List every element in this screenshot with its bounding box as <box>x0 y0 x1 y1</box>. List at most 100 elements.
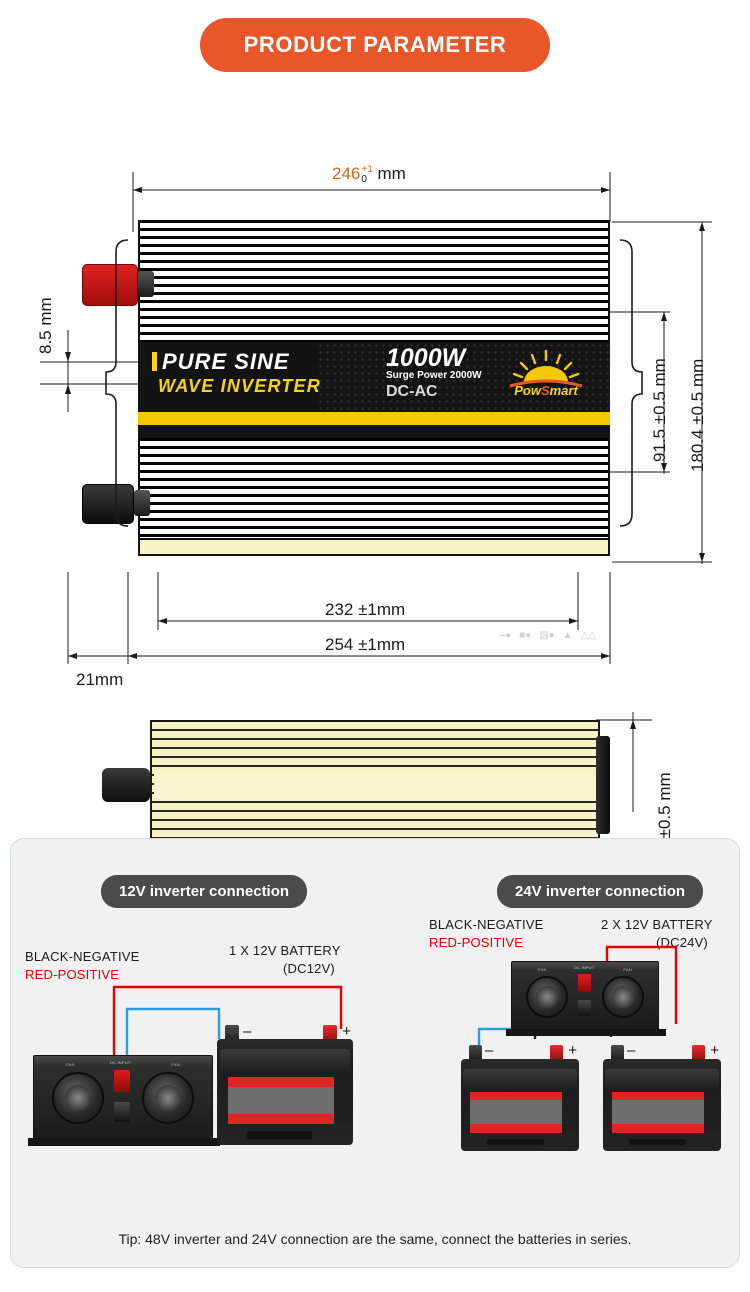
negative-terminal-nut <box>134 490 150 516</box>
battery-negative-post <box>225 1025 239 1043</box>
battery-case <box>603 1059 721 1151</box>
label-accent-bar <box>152 352 157 371</box>
dark-icon-strip: ⎯● ■● ▧● ▲ △△ <box>138 425 610 641</box>
positive-terminal-nut <box>138 271 154 297</box>
dc-input-label: DC INPUT <box>110 1060 131 1065</box>
battery-24v-first: – + <box>461 1042 579 1151</box>
battery-vent <box>628 1139 686 1146</box>
battery-label-red-bottom <box>227 1114 334 1124</box>
battery-label-red-top <box>227 1077 334 1087</box>
battery-label-grey <box>470 1100 563 1125</box>
inverter-rear-panel-24v: FAN FAN DC INPUT <box>506 961 666 1036</box>
dim-top-tol-plus: +1 <box>361 163 373 175</box>
battery-case <box>461 1059 579 1151</box>
battery-minus-sign: – <box>627 1042 636 1059</box>
fan-label-left: FAN <box>538 967 547 972</box>
battery-label-grey <box>612 1100 705 1125</box>
battery-minus-sign: – <box>243 1023 252 1040</box>
yellow-accent-stripe <box>138 412 610 425</box>
label-12v-battery-volt: (DC12V) <box>283 961 335 976</box>
brand-logo: PowSmart <box>498 348 594 404</box>
base-plate <box>138 538 610 556</box>
battery-vent <box>246 1131 313 1139</box>
panel-mount-bracket <box>28 1138 220 1146</box>
label-24v-positive: RED-POSITIVE <box>429 935 524 950</box>
product-label-band: PURE SINE WAVE INVERTER 1000W Surge Powe… <box>138 342 610 412</box>
wire-24v-positive <box>605 945 678 1024</box>
dim-top-unit: mm <box>377 164 406 183</box>
battery-top-cover <box>605 1069 719 1090</box>
sun-icon <box>509 349 583 388</box>
label-12v-negative: BLACK-NEGATIVE <box>25 949 140 964</box>
battery-label-red-top <box>612 1092 705 1101</box>
side-housing <box>150 720 600 850</box>
label-pure-sine-text: PURE SINE <box>162 349 290 374</box>
battery-top-cover <box>463 1069 577 1090</box>
battery-minus-sign: – <box>485 1042 494 1059</box>
label-pure-sine: PURE SINE <box>152 351 290 373</box>
dim-body-width: 232 ±1mm <box>325 600 405 620</box>
wire-12v-negative <box>125 1007 221 1082</box>
label-dc-ac: DC-AC <box>386 383 438 400</box>
side-center-panel <box>154 774 596 800</box>
dim-flange-offset: 21mm <box>76 670 123 690</box>
negative-terminal-black <box>82 484 134 524</box>
battery-plus-sign: + <box>568 1042 577 1059</box>
battery-plus-sign: + <box>710 1042 719 1059</box>
pill-24v-connection: 24V inverter connection <box>497 875 704 908</box>
battery-label-red-bottom <box>470 1124 563 1133</box>
header-banner-wrap: PRODUCT PARAMETER <box>0 0 750 72</box>
battery-24v-second: – + <box>603 1042 721 1151</box>
battery-negative-post <box>469 1045 482 1061</box>
label-24v-battery-count: 2 X 12V BATTERY <box>601 917 713 932</box>
side-end-cap <box>596 736 610 834</box>
brand-pow: Pow <box>514 383 541 398</box>
car-icon: ⎯● <box>500 630 512 641</box>
label-wave-inverter: WAVE INVERTER <box>158 376 321 396</box>
label-surge-power: Surge Power 2000W <box>386 370 482 381</box>
dc-negative-post <box>114 1102 130 1122</box>
positive-terminal-red <box>82 264 138 306</box>
inverter-rear-panel-12v: FAN FAN DC INPUT <box>28 1055 220 1146</box>
truck-icon: ▧● <box>539 630 555 641</box>
label-12v-battery-count: 1 X 12V BATTERY <box>229 943 341 958</box>
dim-outer-height: 180.4 ±0.5 mm <box>688 359 708 472</box>
battery-positive-post <box>550 1045 563 1061</box>
dim-overall-width: 254 ±1mm <box>325 635 405 655</box>
battery-top-cover <box>219 1049 351 1073</box>
battery-plus-sign: + <box>342 1023 351 1040</box>
battery-negative-post <box>611 1045 624 1061</box>
label-12v-positive: RED-POSITIVE <box>25 967 120 982</box>
dc-positive-post <box>578 974 591 992</box>
panel-mount-bracket <box>506 1029 666 1036</box>
dim-top-tol-minus: 0 <box>361 173 367 185</box>
battery-label-red-top <box>470 1092 563 1101</box>
heatsink-fins-top <box>138 220 610 342</box>
fan-right-icon <box>602 976 644 1018</box>
fan-right-icon <box>142 1072 194 1124</box>
battery-case <box>217 1039 353 1145</box>
fan-left-icon <box>526 976 568 1018</box>
pill-12v-connection: 12V inverter connection <box>101 875 308 908</box>
fan-label-left: FAN <box>66 1062 75 1067</box>
inverter-front-view: PURE SINE WAVE INVERTER 1000W Surge Powe… <box>138 220 610 641</box>
heatsink-fins-bottom <box>138 438 610 538</box>
inverter-side-view <box>102 720 610 868</box>
label-power: 1000W <box>386 344 466 372</box>
page-title: PRODUCT PARAMETER <box>199 18 551 72</box>
dim-outer-height-value: 180.4 ±0.5 mm <box>688 358 707 472</box>
application-icons: ⎯● ■● ▧● ▲ △△ <box>500 631 596 641</box>
dim-flange-offset-value: 21mm <box>76 670 124 689</box>
label-24v-negative: BLACK-NEGATIVE <box>429 917 544 932</box>
fan-label-right: FAN <box>623 967 632 972</box>
connection-diagram-panel: 12V inverter connection 24V inverter con… <box>10 838 740 1268</box>
dc-negative-post <box>578 1000 591 1016</box>
dim-inner-height: 91.5 ±0.5 mm <box>650 358 670 462</box>
battery-label-grey <box>227 1086 334 1115</box>
camping-icon: ▲ <box>562 630 573 641</box>
battery-12v: – + <box>217 1023 353 1145</box>
bus-icon: ■● <box>519 630 532 641</box>
fan-label-right: FAN <box>171 1062 180 1067</box>
